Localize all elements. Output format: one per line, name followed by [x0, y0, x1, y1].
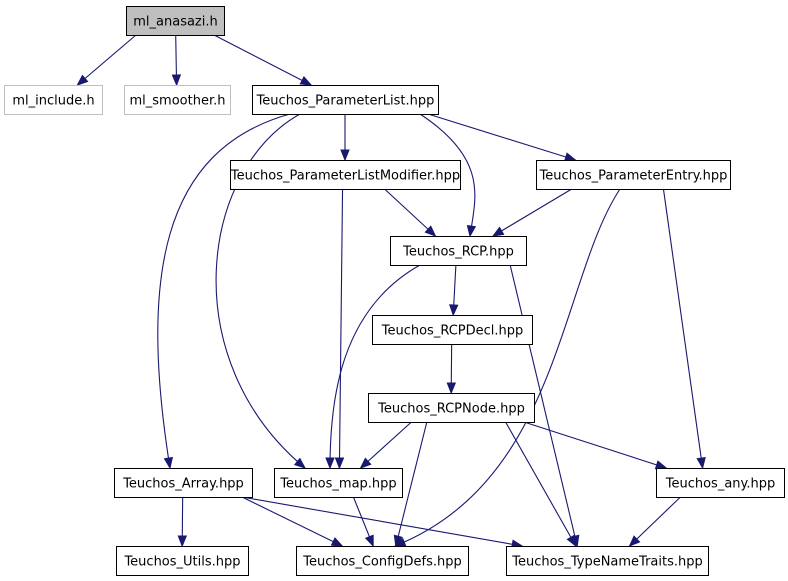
edge-rcpnode-to-typenametraits-arrowhead — [566, 534, 577, 548]
edge-pentry-to-configdefs — [394, 188, 621, 547]
edge-rcpnode-to-map — [360, 421, 412, 469]
edge-paramlist-to-pentry — [427, 113, 576, 161]
node-configdefs[interactable]: Teuchos_ConfigDefs.hpp — [296, 546, 469, 576]
edge-plmodifier-to-rcp — [384, 188, 436, 237]
edge-array-to-utils-arrowhead — [177, 535, 188, 548]
node-label-paramlist: Teuchos_ParameterList.hpp — [256, 94, 435, 109]
node-box-ml_include — [4, 85, 103, 115]
edge-rcpdecl-to-rcpnode-arrowhead — [446, 382, 457, 395]
edge-plmodifier-to-rcp-arrowhead — [424, 225, 437, 237]
node-label-ml_anasazi: ml_anasazi.h — [133, 15, 218, 30]
node-ml_smoother[interactable]: ml_smoother.h — [124, 85, 231, 115]
node-box-rcpdecl — [372, 315, 533, 345]
edge-ml_anasazi-to-ml_include — [77, 34, 137, 86]
node-label-array: Teuchos_Array.hpp — [122, 477, 244, 492]
node-box-any — [656, 468, 785, 498]
node-box-configdefs — [296, 546, 469, 576]
node-box-rcp — [390, 236, 527, 266]
node-array[interactable]: Teuchos_Array.hpp — [114, 468, 253, 498]
edge-pentry-to-rcp — [492, 188, 573, 237]
node-box-array — [114, 468, 253, 498]
edge-pentry-to-any-arrowhead — [696, 456, 706, 470]
node-label-any: Teuchos_any.hpp — [665, 477, 776, 492]
node-box-plmodifier — [230, 160, 461, 190]
node-box-map — [274, 468, 403, 498]
node-ml_include[interactable]: ml_include.h — [4, 85, 103, 115]
edge-rcp-to-typenametraits — [509, 264, 578, 547]
edge-paramlist-to-array — [157, 113, 291, 469]
node-pentry[interactable]: Teuchos_ParameterEntry.hpp — [536, 160, 731, 190]
edge-paramlist-to-map-arrowhead — [293, 457, 307, 469]
edge-ml_anasazi-to-paramlist-arrowhead — [299, 75, 313, 86]
node-label-map: Teuchos_map.hpp — [279, 477, 396, 492]
edge-pentry-to-rcp-arrowhead — [491, 226, 505, 237]
edge-rcp-to-map-arrowhead — [325, 457, 335, 470]
node-box-paramlist — [252, 85, 439, 115]
node-box-typenametraits — [506, 546, 709, 576]
edges-layer — [76, 34, 706, 549]
edge-paramlist-to-map — [215, 113, 306, 469]
node-rcpdecl[interactable]: Teuchos_RCPDecl.hpp — [372, 315, 533, 345]
node-label-rcp: Teuchos_RCP.hpp — [402, 245, 514, 260]
node-box-ml_smoother — [124, 85, 231, 115]
edge-array-to-configdefs — [241, 496, 343, 547]
node-label-typenametraits: Teuchos_TypeNameTraits.hpp — [511, 555, 703, 570]
node-label-pentry: Teuchos_ParameterEntry.hpp — [539, 169, 728, 184]
node-label-rcpnode: Teuchos_RCPNode.hpp — [377, 402, 525, 417]
edge-array-to-typenametraits — [241, 496, 523, 547]
edge-rcp-to-rcpdecl-arrowhead — [449, 304, 459, 317]
node-ml_anasazi[interactable]: ml_anasazi.h — [126, 6, 225, 36]
node-typenametraits[interactable]: Teuchos_TypeNameTraits.hpp — [506, 546, 709, 576]
edge-ml_anasazi-to-paramlist — [213, 34, 312, 86]
node-box-ml_anasazi — [126, 6, 225, 36]
edge-rcpnode-to-any — [523, 421, 667, 469]
edge-array-to-configdefs-arrowhead — [330, 537, 344, 547]
edge-pentry-to-any — [662, 188, 704, 469]
node-plmodifier[interactable]: Teuchos_ParameterListModifier.hpp — [230, 160, 461, 190]
edge-rcp-to-map — [329, 264, 421, 469]
edge-paramlist-to-plmodifier-arrowhead — [340, 149, 350, 162]
node-label-configdefs: Teuchos_ConfigDefs.hpp — [302, 555, 462, 570]
node-box-rcpnode — [368, 393, 535, 423]
node-box-pentry — [536, 160, 731, 190]
edge-ml_anasazi-to-ml_smoother-arrowhead — [171, 74, 182, 87]
edge-rcpnode-to-configdefs-arrowhead — [393, 534, 403, 548]
edge-map-to-configdefs-arrowhead — [364, 534, 374, 548]
edge-paramlist-to-array-arrowhead — [163, 456, 174, 470]
node-rcpnode[interactable]: Teuchos_RCPNode.hpp — [368, 393, 535, 423]
edge-any-to-typenametraits-arrowhead — [628, 535, 641, 547]
edge-any-to-typenametraits — [629, 496, 681, 547]
node-rcp[interactable]: Teuchos_RCP.hpp — [390, 236, 527, 266]
node-label-ml_include: ml_include.h — [12, 94, 94, 109]
edge-paramlist-to-rcp-arrowhead — [466, 224, 477, 238]
edge-rcpnode-to-typenametraits — [505, 421, 577, 547]
edge-plmodifier-to-map-arrowhead — [334, 457, 345, 470]
node-label-plmodifier: Teuchos_ParameterListModifier.hpp — [230, 169, 460, 184]
node-map[interactable]: Teuchos_map.hpp — [274, 468, 403, 498]
node-any[interactable]: Teuchos_any.hpp — [656, 468, 785, 498]
edge-paramlist-to-pentry-arrowhead — [563, 152, 577, 162]
node-utils[interactable]: Teuchos_Utils.hpp — [116, 546, 249, 576]
edge-plmodifier-to-map — [338, 188, 344, 469]
node-paramlist[interactable]: Teuchos_ParameterList.hpp — [252, 85, 439, 115]
edge-rcpnode-to-map-arrowhead — [359, 457, 372, 469]
edge-paramlist-to-rcp — [419, 113, 476, 237]
node-label-rcpdecl: Teuchos_RCPDecl.hpp — [381, 324, 524, 339]
edge-ml_anasazi-to-ml_include-arrowhead — [76, 74, 89, 86]
node-label-ml_smoother: ml_smoother.h — [130, 94, 226, 109]
node-box-utils — [116, 546, 249, 576]
node-label-utils: Teuchos_Utils.hpp — [123, 555, 240, 570]
edge-rcpnode-to-any-arrowhead — [654, 460, 668, 470]
